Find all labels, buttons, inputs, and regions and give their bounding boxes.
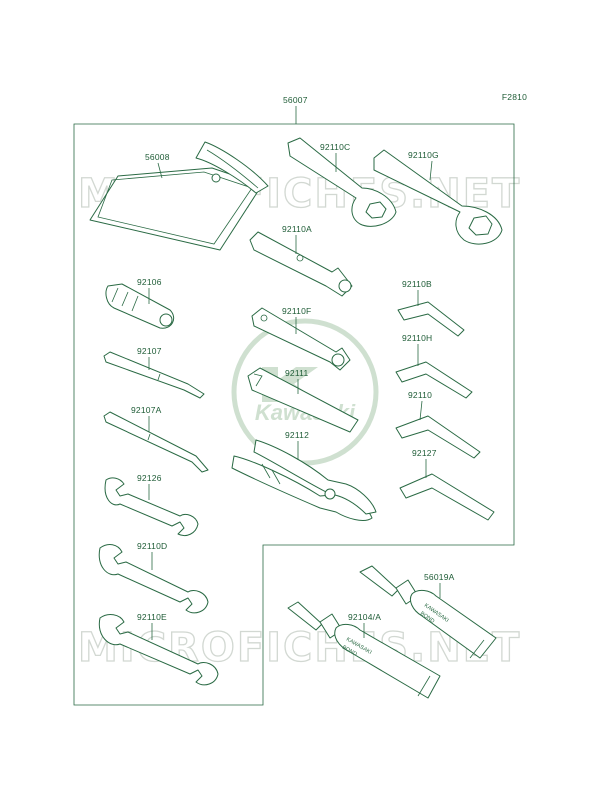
label-92110b: 92110B: [402, 279, 432, 289]
label-92110f: 92110F: [282, 306, 311, 316]
label-92110g: 92110G: [408, 150, 439, 160]
extension-bar-part: [247, 367, 359, 433]
open-wrench-d-part: [98, 544, 209, 614]
label-92110d: 92110D: [137, 541, 167, 551]
label-92110a: 92110A: [282, 224, 312, 234]
label-92104a: 92104/A: [348, 612, 381, 622]
label-56019a: 56019A: [424, 572, 455, 582]
bond-tube-92104a-part: KAWASAKI BOND: [287, 601, 441, 699]
label-92110c: 92110C: [320, 142, 350, 152]
label-56007: 56007: [283, 95, 308, 105]
screwdriver-handle-part: [105, 283, 175, 329]
label-92107a: 92107A: [131, 405, 162, 415]
open-wrench-126-part: [104, 477, 199, 537]
label-92110h: 92110H: [402, 333, 432, 343]
label-92127: 92127: [412, 448, 437, 458]
socket-wrench-a-part: [249, 231, 353, 297]
label-56008: 56008: [145, 152, 170, 162]
socket-wrench-f-part: [251, 307, 351, 371]
hex-key-part: [395, 415, 481, 459]
screwdriver-bit-part: [103, 351, 205, 399]
tool-pouch-part: [89, 141, 269, 251]
label-92110e: 92110E: [137, 612, 167, 622]
label-92111: 92111: [285, 368, 308, 378]
label-92112: 92112: [285, 430, 309, 440]
hex-key-h-part: [395, 361, 473, 399]
bond-tube-56019a-part: KAWASAKI BOND: [359, 565, 497, 659]
kit-frame: [73, 123, 515, 706]
screwdriver-double-part: [103, 411, 209, 473]
box-wrench-g-part: [373, 149, 503, 245]
open-wrench-e-part: [98, 614, 219, 686]
hex-key-b-part: [397, 301, 465, 337]
box-wrench-c-part: [287, 137, 397, 227]
label-92106: 92106: [137, 277, 162, 287]
pliers-part: [231, 439, 377, 521]
label-92110: 92110: [408, 390, 432, 400]
hex-key-large-part: [399, 473, 495, 521]
figure-code: F2810: [502, 92, 527, 102]
label-92107: 92107: [137, 346, 162, 356]
label-92126: 92126: [137, 473, 162, 483]
